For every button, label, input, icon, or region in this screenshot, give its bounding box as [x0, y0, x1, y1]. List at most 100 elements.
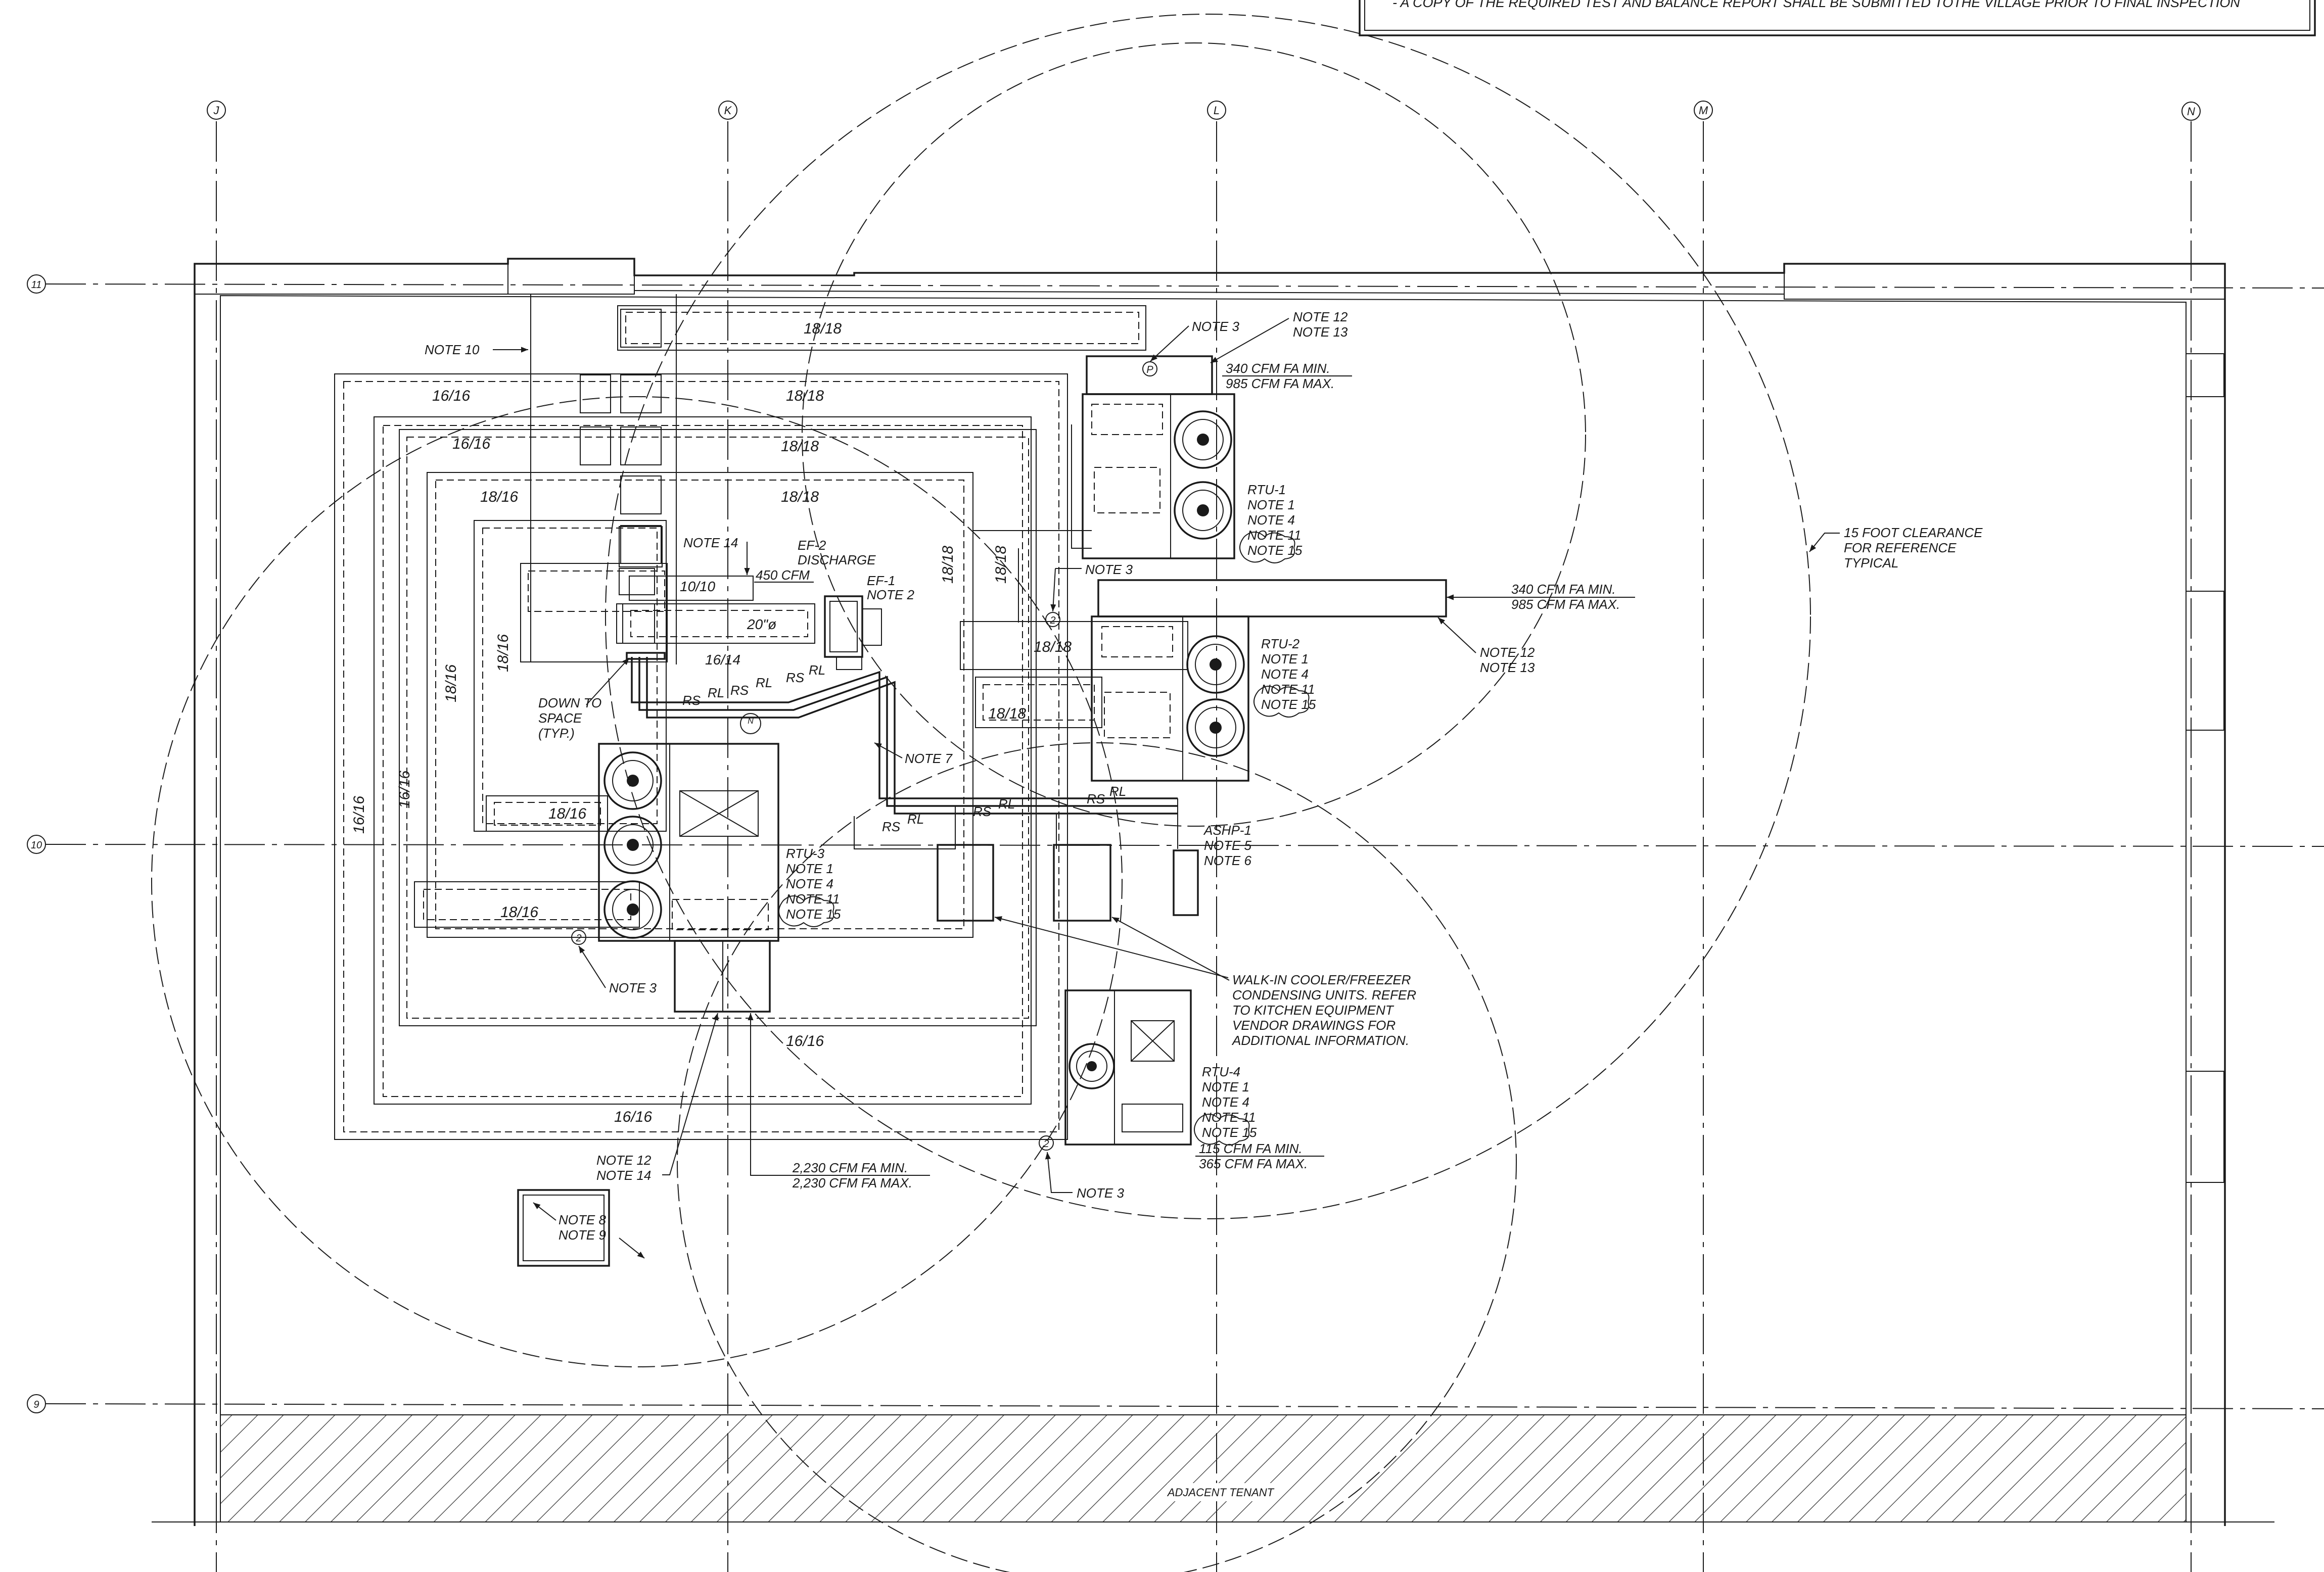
- svg-text:K: K: [724, 104, 732, 117]
- rtu-3-unit: RTU-3 NOTE 1 NOTE 4 NOTE 11 NOTE 15: [598, 743, 841, 1013]
- clearance-circle-rtu2: [605, 14, 1811, 1219]
- rtu-4-cfm-min: 115 CFM FA MIN.: [1199, 1141, 1303, 1156]
- tag-2-icon: 2: [1039, 1135, 1054, 1151]
- note-9: NOTE 9: [559, 1227, 606, 1243]
- fan-icon: [1174, 410, 1232, 469]
- pipe-label-rs: RS: [1087, 791, 1105, 806]
- rtu-3-note: NOTE 1: [786, 861, 833, 876]
- svg-text:2: 2: [1043, 1138, 1049, 1150]
- rtu-4-note: NOTE 4: [1202, 1094, 1249, 1110]
- note-8-9-box: NOTE 8 NOTE 9: [517, 1189, 645, 1267]
- rtu-3-note: NOTE 11: [786, 891, 840, 907]
- rtu-3-cfm-max: 2,230 CFM FA MAX.: [792, 1175, 912, 1190]
- grid-bubbles: J K L M N 11 10 9: [27, 101, 2201, 1413]
- duct-size-labels: 18/18 18/18 18/18 18/18 16/16 16/16 18/1…: [351, 320, 1072, 1125]
- duct-size: 18/18: [993, 546, 1009, 584]
- duct-size: 18/18: [940, 546, 956, 584]
- grid-lines: [45, 121, 2324, 1572]
- duct-size: 18/18: [781, 438, 819, 455]
- rtu-4-note: NOTE 11: [1202, 1110, 1256, 1125]
- fan-icon: [603, 816, 662, 874]
- duct-size: 16/16: [786, 1033, 824, 1050]
- header-note-box: - A COPY OF THE REQUIRED TEST AND BALANC…: [1359, 0, 2316, 36]
- rtu-1-note-12: NOTE 12: [1293, 309, 1348, 324]
- svg-text:11: 11: [31, 279, 42, 291]
- rtu-1-note: NOTE 1: [1247, 497, 1295, 512]
- note-7: NOTE 7: [905, 751, 953, 766]
- ashp-1-label: ASHP-1: [1203, 823, 1251, 838]
- fan-icon: [1068, 1043, 1115, 1089]
- duct-size: 16/16: [396, 771, 413, 808]
- rtu-1-note: NOTE 4: [1247, 512, 1295, 528]
- adjacent-tenant-area: ADJACENT TENANT: [220, 1414, 2187, 1522]
- tag-symbols: 2 2 2 P: [571, 361, 1157, 1151]
- ashp-1-unit: ASHP-1 NOTE 5 NOTE 6: [1173, 823, 1251, 916]
- walk-in-condensing-units: [937, 844, 1111, 922]
- diffuser-cluster: DOWN TO SPACE (TYP.): [538, 652, 666, 741]
- duct-size: 18/16: [443, 664, 459, 702]
- pipe-label-rs: RS: [730, 683, 749, 698]
- down-to-space-label: (TYP.): [538, 726, 575, 741]
- duct-size: 18/18: [988, 705, 1026, 722]
- duct-size: 18/16: [480, 489, 518, 505]
- walk-in-note: ADDITIONAL INFORMATION.: [1231, 1033, 1409, 1048]
- rtu-1-cfm-min: 340 CFM FA MIN.: [1226, 361, 1330, 376]
- grid-bubble-k: K: [718, 101, 737, 120]
- grid-bubble-n: N: [2181, 102, 2201, 121]
- duct-size: 16/16: [351, 796, 367, 834]
- svg-text:M: M: [1699, 104, 1708, 117]
- duct-size: 18/16: [495, 634, 512, 672]
- pipe-label-rs: RS: [973, 804, 992, 819]
- rtu-2-note-12: NOTE 12: [1480, 645, 1535, 660]
- clearance-circle-rtu1: [802, 42, 1586, 827]
- annotations: NOTE 10 NOTE 14 NOTE 3 NOTE 3 NOTE 3 NOT…: [425, 309, 1983, 1201]
- note-3: NOTE 3: [1085, 562, 1133, 577]
- note-14: NOTE 14: [683, 535, 738, 550]
- duct-size: 18/18: [786, 388, 824, 404]
- walk-in-note: VENDOR DRAWINGS FOR: [1232, 1018, 1396, 1033]
- ductwork: [334, 294, 1188, 1140]
- pipe-label-rl: RL: [708, 685, 724, 700]
- svg-text:N: N: [2187, 105, 2195, 118]
- note-8: NOTE 8: [559, 1212, 606, 1227]
- tag-2-icon: 2: [1045, 612, 1060, 627]
- ef-2-label: DISCHARGE: [798, 552, 876, 567]
- note-3: NOTE 3: [609, 980, 657, 995]
- ef-2-label: EF-2: [798, 538, 826, 553]
- ashp-1-note: NOTE 6: [1204, 853, 1251, 868]
- clearance-circle-rtu4: [677, 742, 1517, 1572]
- ef-1-note: NOTE 2: [867, 587, 914, 602]
- walk-in-note: TO KITCHEN EQUIPMENT: [1232, 1003, 1395, 1018]
- down-to-space-label: SPACE: [538, 710, 582, 726]
- tag-2-icon: 2: [571, 930, 586, 945]
- rtu-3-note: NOTE 4: [786, 876, 833, 891]
- svg-text:10: 10: [31, 840, 42, 851]
- rtu-4-label: RTU-4: [1202, 1064, 1240, 1079]
- refrigerant-piping: RS RL RS RL RS RL RS RL RS RL RS RL: [631, 657, 1178, 849]
- down-to-space-label: DOWN TO: [538, 695, 601, 710]
- ashp-1-note: NOTE 5: [1204, 838, 1251, 853]
- pipe-label-rl: RL: [1109, 784, 1126, 799]
- duct-size: 16/16: [452, 436, 490, 452]
- duct-size: 16/14: [705, 652, 740, 668]
- fan-icon: [1186, 635, 1245, 694]
- walk-in-note: CONDENSING UNITS. REFER: [1232, 987, 1416, 1003]
- grid-bubble-j: J: [207, 101, 226, 120]
- grid-bubble-10: 10: [27, 835, 46, 854]
- pipe-label-rs: RS: [786, 670, 805, 685]
- grid-bubble-9: 9: [27, 1394, 46, 1413]
- fan-icon: [603, 880, 662, 939]
- rtu-2-note: NOTE 4: [1261, 666, 1309, 682]
- svg-text:J: J: [213, 104, 220, 117]
- rtu-2-cfm-min: 340 CFM FA MIN.: [1511, 582, 1616, 597]
- rtu-2-label: RTU-2: [1261, 636, 1300, 651]
- rtu-3-label: RTU-3: [786, 846, 825, 861]
- grid-bubble-l: L: [1207, 101, 1226, 120]
- pipe-label-rl: RL: [998, 796, 1015, 812]
- ef-2-cfm: 450 CFM: [756, 567, 810, 583]
- rtu-4-note: NOTE 1: [1202, 1079, 1249, 1094]
- duct-size: 18/16: [548, 805, 586, 822]
- duct-size: 18/18: [781, 489, 819, 505]
- clearance-circle-rtu3: [151, 396, 1123, 1367]
